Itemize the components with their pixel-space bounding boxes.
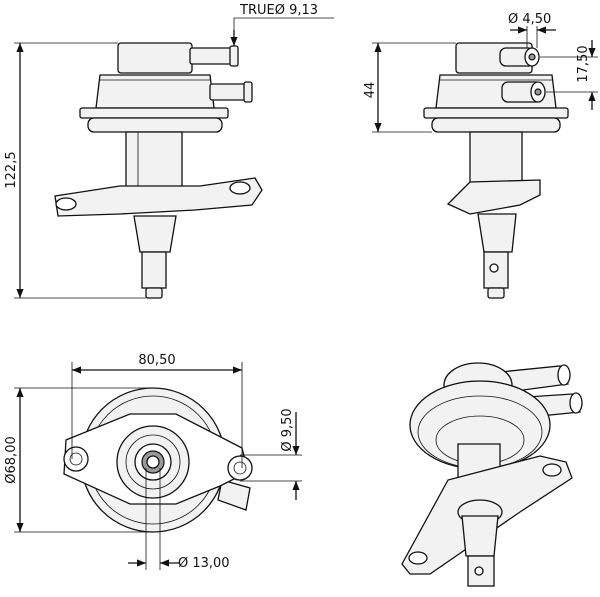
dim-port-spacing: 17,50 bbox=[540, 40, 598, 110]
side-view bbox=[423, 42, 569, 299]
dim-port-dia: Ø 4,50 bbox=[508, 12, 556, 48]
dim-port-dia-label: Ø 4,50 bbox=[508, 12, 551, 27]
dim-body-dia-label: Ø68,00 bbox=[4, 436, 19, 483]
dim-overall-height: 122,5 bbox=[4, 42, 146, 299]
dim-port-spacing-label: 17,50 bbox=[576, 45, 591, 82]
dim-shaft-dia-label: Ø 13,00 bbox=[178, 556, 230, 571]
front-view bbox=[54, 42, 263, 299]
dim-flange-height: 44 bbox=[363, 42, 456, 133]
dim-shaft-dia: Ø 13,00 bbox=[128, 468, 230, 571]
dim-hole-dia: Ø 9,50 bbox=[240, 408, 302, 500]
isometric-view bbox=[401, 362, 583, 587]
dim-hole-spacing-label: 80,50 bbox=[138, 353, 175, 368]
dim-inlet-true: TRUEØ 9,13 bbox=[230, 3, 334, 46]
dim-hole-spacing: 80,50 bbox=[71, 353, 243, 468]
dim-inlet-true-label: TRUEØ 9,13 bbox=[239, 3, 318, 18]
dim-overall-height-label: 122,5 bbox=[4, 151, 19, 188]
top-view bbox=[63, 387, 253, 533]
dim-hole-dia-label: Ø 9,50 bbox=[280, 408, 295, 451]
dim-flange-height-label: 44 bbox=[363, 82, 378, 99]
dim-body-dia: Ø68,00 bbox=[4, 387, 153, 533]
